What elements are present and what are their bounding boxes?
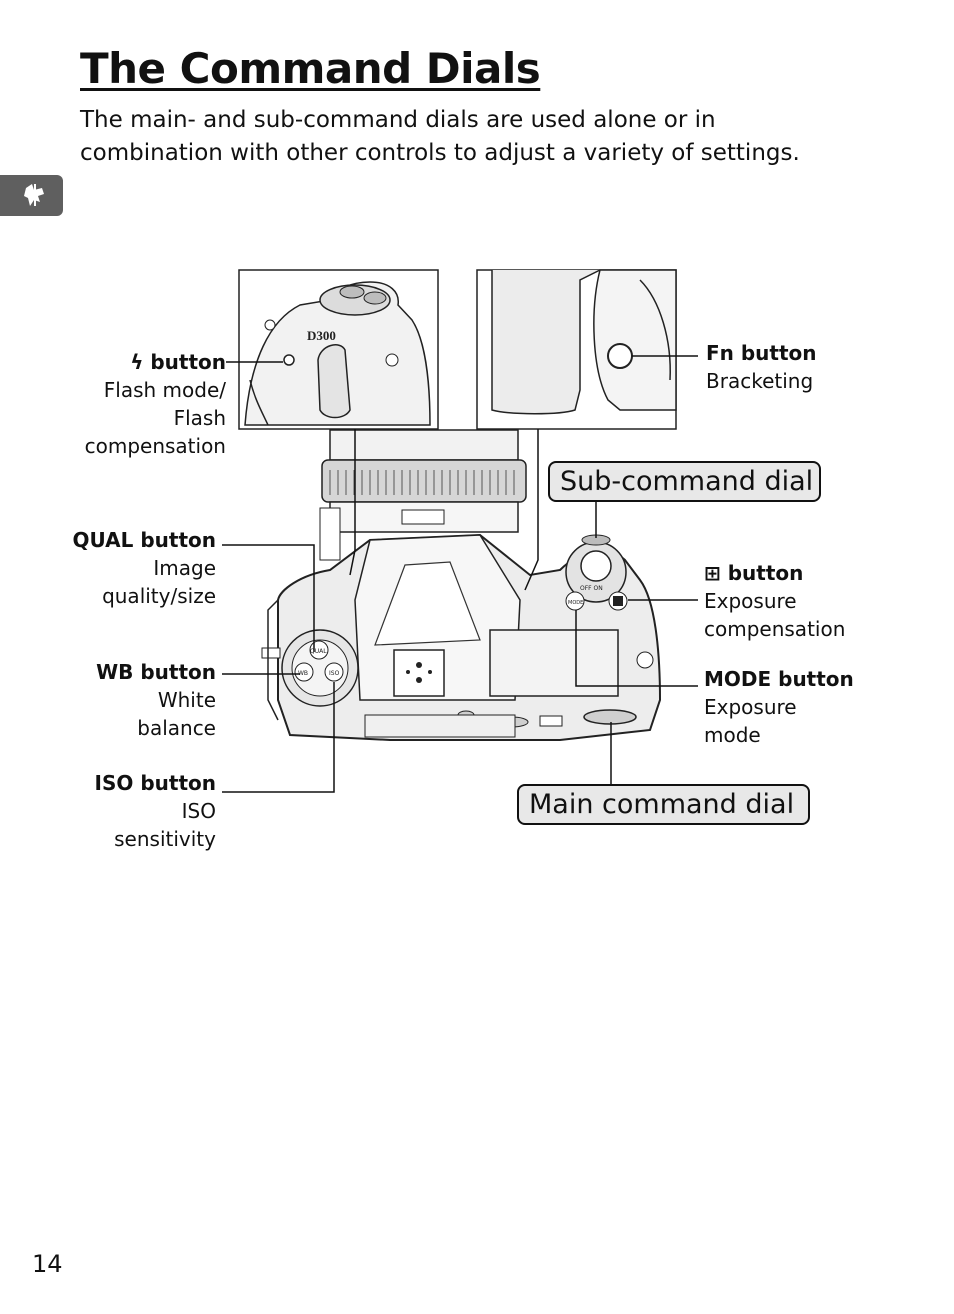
flash-button-callout: ϟ button Flash mode/ Flash compensation [70,348,226,460]
flash-button-name: ϟ button [130,350,226,374]
page-number: 14 [32,1250,63,1278]
mode-mark: MODE [568,600,583,606]
exposure-button-name: ⊞ button [704,561,804,585]
leader-lines [222,355,698,793]
wb-button-callout: WB button White balance [60,658,216,742]
qual-button-name: QUAL button [72,528,216,552]
inset-right-view [476,269,677,430]
setup-icon [24,184,44,206]
exposure-button-desc-2: compensation [704,617,846,641]
page-title: The Command Dials [80,44,541,93]
wb-mark: WB [298,670,308,677]
iso-mark: ISO [329,670,340,677]
iso-button-callout: ISO button ISO sensitivity [60,769,216,853]
camera-top-view: QUAL WB ISO OFF ON MODE [261,429,662,741]
flash-button-desc-3: compensation [84,434,226,458]
exposure-button-callout: ⊞ button Exposure compensation [704,559,845,643]
wb-button-desc-2: balance [137,716,216,740]
mode-button-callout: MODE button Exposure mode [704,665,854,749]
fn-button-name: Fn button [706,341,817,365]
fn-button-desc-1: Bracketing [706,369,814,393]
iso-button-desc-1: ISO [181,799,216,823]
flash-button-desc-2: Flash [173,406,226,430]
iso-button-name: ISO button [94,771,216,795]
mode-button-desc-2: mode [704,723,761,747]
intro-paragraph: The main- and sub-command dials are used… [80,107,800,166]
qual-button-desc-2: quality/size [102,584,216,608]
wb-button-desc-1: White [157,688,216,712]
wb-button-name: WB button [96,660,216,684]
qual-button-callout: QUAL button Image quality/size [60,526,216,610]
qual-mark: QUAL [310,648,327,655]
mode-button-desc-1: Exposure [704,695,797,719]
flash-button-desc-1: Flash mode/ [103,378,226,402]
model-label: D300 [307,328,336,343]
fn-button-callout: Fn button Bracketing [706,339,817,395]
exposure-button-desc-1: Exposure [704,589,797,613]
inset-left-view: D300 [238,269,439,430]
sub-command-dial-label: Sub-command dial [548,461,821,502]
off-on-mark: OFF ON [580,585,603,592]
section-tab [0,175,63,216]
mode-button-name: MODE button [704,667,854,691]
iso-button-desc-2: sensitivity [114,827,216,851]
qual-button-desc-1: Image [153,556,216,580]
main-command-dial-label: Main command dial [517,784,810,825]
